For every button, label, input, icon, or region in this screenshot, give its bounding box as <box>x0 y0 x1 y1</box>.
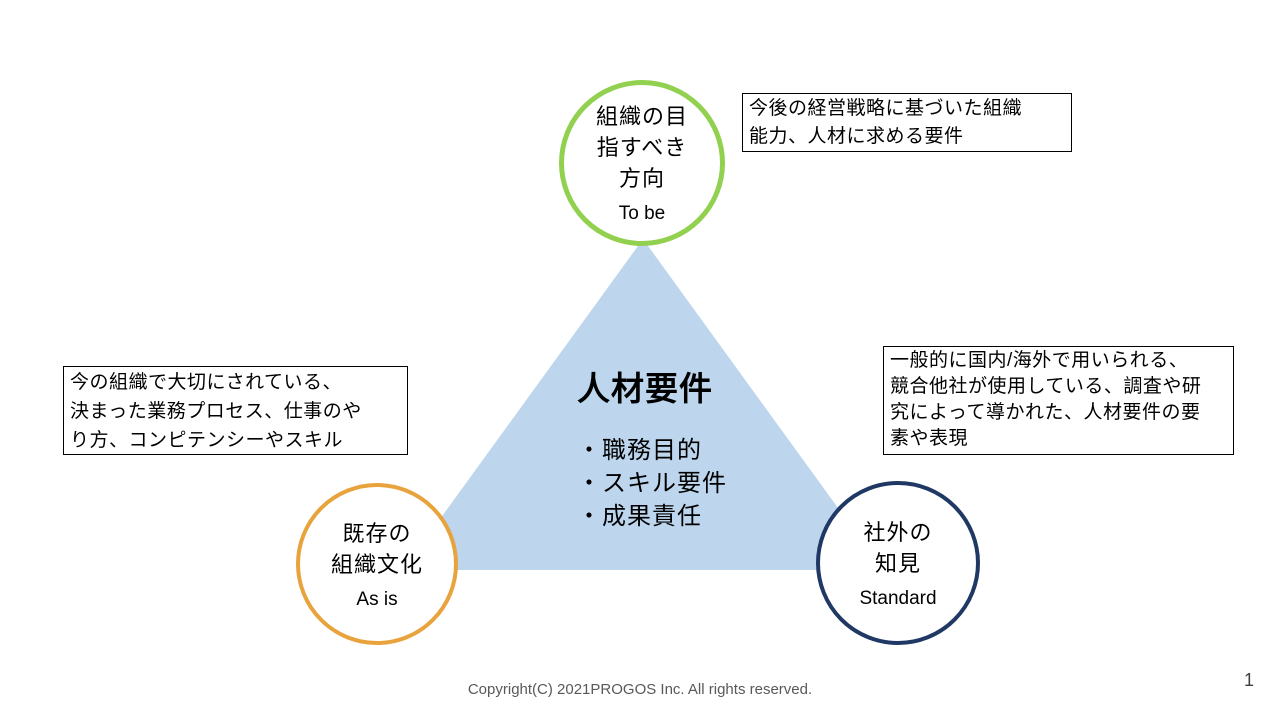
node-to-be-circle: 組織の目 指すべき 方向 To be <box>559 80 725 246</box>
node-standard-sublabel: Standard <box>859 587 937 609</box>
copyright-text: Copyright(C) 2021PROGOS Inc. All rights … <box>467 681 813 698</box>
node-as-is-label: 既存の 組織文化 <box>330 520 423 577</box>
node-to-be-sublabel: To be <box>618 203 666 224</box>
page-number: 1 <box>1243 670 1254 690</box>
center-title: 人材要件 <box>577 370 713 407</box>
node-to-be-label: 組織の目 指すべき 方向 <box>595 104 688 191</box>
node-as-is-sublabel: As is <box>356 588 398 610</box>
center-bullet-item: ・スキル要件 <box>577 470 727 497</box>
note-as-is-description: 今の組織で大切にされている、 決まった業務プロセス、仕事のや り方、コンピテンシ… <box>63 366 408 455</box>
triangle-fill <box>403 239 883 570</box>
center-bullet-list: ・職務目的 ・スキル要件 ・成果責任 <box>577 434 727 533</box>
center-bullet-item: ・成果責任 <box>577 503 702 530</box>
node-standard-label: 社外の 知見 <box>863 519 933 576</box>
note-standard-description: 一般的に国内/海外で用いられる、 競合他社が使用している、調査や研 究によって導… <box>883 346 1234 455</box>
center-label-group: 人材要件 ・職務目的 ・スキル要件 ・成果責任 <box>577 362 727 533</box>
node-standard-circle: 社外の 知見 Standard <box>816 481 980 645</box>
center-bullet-item: ・職務目的 <box>577 437 702 464</box>
node-as-is-circle: 既存の 組織文化 As is <box>296 483 458 645</box>
note-to-be-description: 今後の経営戦略に基づいた組織 能力、人材に求める要件 <box>742 93 1072 152</box>
